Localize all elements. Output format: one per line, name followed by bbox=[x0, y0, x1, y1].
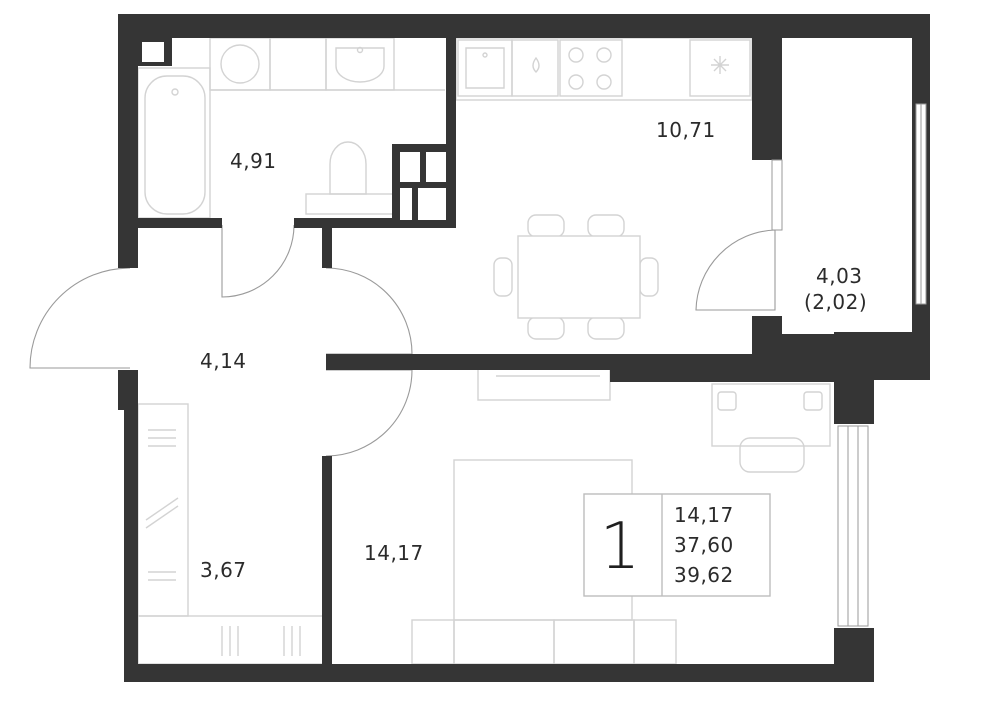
wardrobe-area-label: 3,67 bbox=[200, 558, 247, 582]
fridge-icon bbox=[689, 39, 751, 97]
bathroom-door bbox=[221, 224, 295, 298]
kitchen-door bbox=[325, 267, 413, 355]
vent-shafts bbox=[392, 144, 454, 228]
bathtub-icon bbox=[137, 67, 211, 219]
room-count: 1 bbox=[600, 510, 641, 584]
kitchen-counter bbox=[455, 37, 753, 101]
total-with-balcony-value: 39,62 bbox=[674, 563, 734, 587]
balcony-door-frame bbox=[771, 159, 783, 231]
total-area-value: 37,60 bbox=[674, 533, 734, 557]
balcony-door bbox=[695, 229, 776, 311]
wardrobe-shelves bbox=[137, 403, 325, 665]
desk-icon bbox=[711, 383, 831, 473]
summary-box: 1 14,17 37,60 39,62 bbox=[583, 493, 771, 597]
washbasin-icon bbox=[325, 37, 395, 91]
bath-counter bbox=[269, 37, 327, 91]
stove-icon bbox=[559, 39, 623, 97]
living-area-value: 14,17 bbox=[674, 503, 734, 527]
balcony-reduced-area-label: (2,02) bbox=[804, 290, 867, 314]
bedroom-area-label: 14,17 bbox=[364, 541, 424, 565]
washing-machine-icon bbox=[209, 37, 271, 91]
balcony-area-label: 4,03 bbox=[816, 264, 863, 288]
windows bbox=[771, 103, 927, 627]
bedroom-window bbox=[837, 425, 869, 627]
doors bbox=[29, 224, 776, 457]
tv-stand-icon bbox=[477, 365, 611, 401]
entrance-door bbox=[29, 267, 131, 369]
bedroom-door bbox=[325, 369, 413, 457]
kitchen-area-label: 10,71 bbox=[656, 118, 716, 142]
room-labels: 4,91 10,71 4,03 (2,02) 4,14 3,67 14,17 bbox=[200, 118, 867, 582]
toilet-icon bbox=[305, 141, 397, 215]
bathroom-area-label: 4,91 bbox=[230, 149, 277, 173]
dining-table-icon bbox=[493, 214, 659, 340]
hall-area-label: 4,14 bbox=[200, 349, 247, 373]
furniture bbox=[137, 37, 831, 665]
